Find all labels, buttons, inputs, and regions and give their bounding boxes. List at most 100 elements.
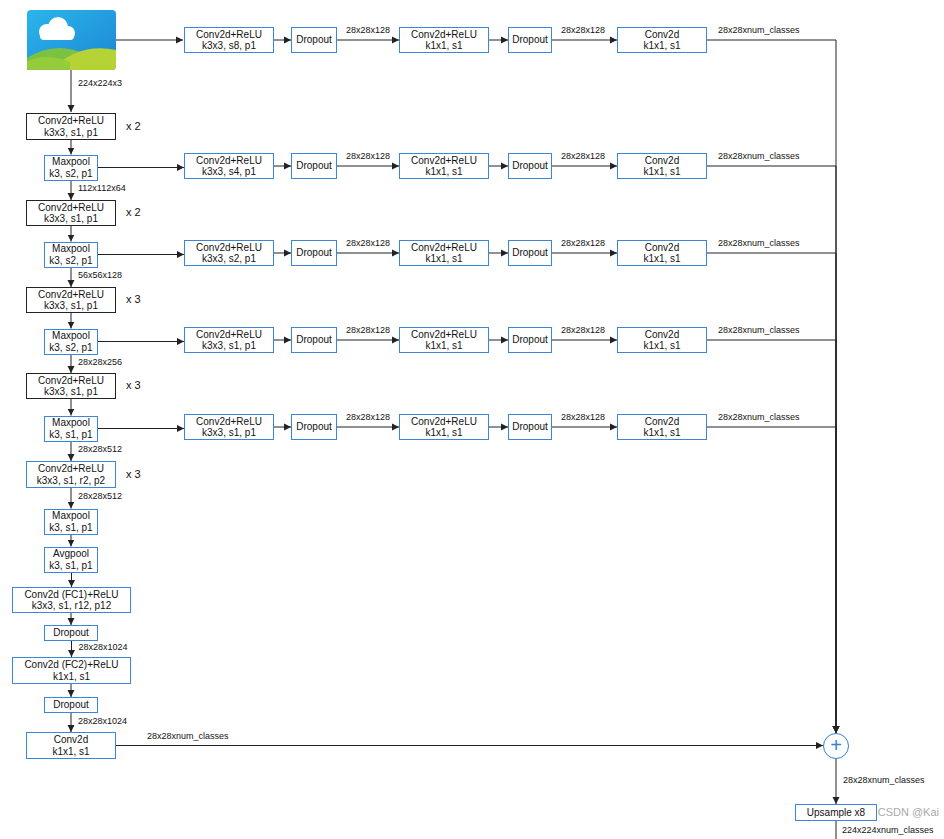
- layer-name: Conv2d+ReLU: [411, 155, 477, 167]
- connector: [98, 167, 184, 168]
- image-to-backbone-wire: [71, 70, 72, 112]
- connector: [489, 40, 508, 41]
- tensor-shape: 28x28x256: [77, 358, 123, 368]
- layer-box: Maxpoolk3, s1, p1: [44, 416, 98, 442]
- tensor-shape: 28x28xnum_classes: [717, 413, 801, 423]
- connector: [71, 313, 72, 329]
- layer-box: Avgpoolk3, s1, p1: [44, 547, 98, 573]
- tensor-shape: 28x28x512: [77, 445, 123, 455]
- layer-params: k3x3, s1, p1: [202, 340, 256, 352]
- layer-name: Dropout: [296, 34, 332, 46]
- layer-name: Maxpool: [52, 330, 90, 342]
- layer-name: Conv2d+ReLU: [411, 329, 477, 341]
- connector: [98, 428, 184, 429]
- connector: [71, 268, 72, 288]
- repeat-count: x 2: [125, 120, 142, 132]
- layer-params: k1x1, s1: [643, 166, 680, 178]
- connector: [71, 535, 72, 547]
- layer-box: Conv2dk1x1, s1: [617, 414, 707, 440]
- layer-params: k1x1, s1: [425, 253, 462, 265]
- layer-name: Maxpool: [52, 243, 90, 255]
- layer-name: Maxpool: [52, 510, 90, 522]
- repeat-count: x 2: [125, 206, 142, 218]
- layer-box: Dropout: [291, 153, 337, 179]
- layer-params: k1x1, s1: [425, 340, 462, 352]
- layer-name: Conv2d+ReLU: [38, 289, 104, 301]
- tensor-shape: 28x28x128: [560, 239, 606, 249]
- layer-name: Conv2d: [645, 242, 679, 254]
- layer-params: k1x1, s1: [643, 340, 680, 352]
- connector: [489, 166, 508, 167]
- layer-box: Conv2d+ReLUk3x3, s1, p1: [26, 373, 116, 399]
- layer-box: Conv2d+ReLUk1x1, s1: [399, 240, 489, 266]
- output-wire: [836, 821, 837, 839]
- tensor-shape: 28x28x128: [345, 26, 391, 36]
- layer-params: k3x3, s1, r2, p2: [37, 475, 105, 487]
- layer-params: k1x1, s1: [53, 671, 90, 683]
- layer-box: Maxpoolk3, s1, p1: [44, 509, 98, 535]
- connector: [274, 40, 291, 41]
- repeat-count: x 3: [125, 468, 142, 480]
- layer-box: Conv2dk1x1, s1: [26, 732, 116, 759]
- layer-name: Conv2d+ReLU: [196, 155, 262, 167]
- tensor-shape: 112x112x64: [77, 184, 127, 194]
- connector: [71, 641, 72, 657]
- layer-name: Dropout: [296, 247, 332, 259]
- layer-box: Conv2d (FC2)+ReLUk1x1, s1: [12, 657, 131, 684]
- layer-params: k1x1, s1: [52, 746, 89, 758]
- layer-name: Conv2d: [645, 29, 679, 41]
- connector: [337, 340, 399, 341]
- layer-params: k3x3, s2, p1: [202, 253, 256, 265]
- tensor-shape: 28x28x128: [345, 413, 391, 423]
- layer-params: k1x1, s1: [643, 427, 680, 439]
- layer-name: Conv2d (FC1)+ReLU: [24, 589, 118, 601]
- layer-box: Dropout: [508, 327, 552, 353]
- layer-name: Conv2d+ReLU: [38, 115, 104, 127]
- tensor-shape: 28x28x128: [560, 326, 606, 336]
- layer-name: Conv2d+ReLU: [38, 202, 104, 214]
- connector: [71, 140, 72, 155]
- layer-name: Conv2d: [54, 734, 88, 746]
- hill-mid: [27, 57, 70, 70]
- tensor-shape: 28x28xnum_classes: [146, 732, 230, 742]
- layer-name: Conv2d: [645, 329, 679, 341]
- layer-params: k3, s2, p1: [49, 342, 92, 354]
- layer-params: k3x3, s1, p1: [44, 300, 98, 312]
- connector: [274, 253, 291, 254]
- connector: [707, 40, 836, 733]
- connector: [71, 399, 72, 416]
- layer-params: k3, s1, p1: [49, 560, 92, 572]
- layer-params: k3, s1, p1: [49, 429, 92, 441]
- layer-params: k1x1, s1: [643, 40, 680, 52]
- layer-params: k3x3, s1, p1: [44, 127, 98, 139]
- connector: [71, 684, 72, 697]
- connector: [552, 166, 617, 167]
- layer-name: Conv2d+ReLU: [411, 29, 477, 41]
- layer-name: Upsample x8: [807, 807, 865, 819]
- connector: [71, 226, 72, 242]
- layer-name: Dropout: [512, 421, 548, 433]
- layer-box: Conv2dk1x1, s1: [617, 27, 707, 53]
- layer-name: Conv2d (FC2)+ReLU: [24, 659, 118, 671]
- layer-name: Dropout: [296, 334, 332, 346]
- tensor-shape: 28x28x128: [345, 239, 391, 249]
- connector: [337, 253, 399, 254]
- layer-box: Upsample x8: [795, 804, 877, 821]
- layer-params: k3x3, s1, p1: [44, 213, 98, 225]
- tensor-shape: 28x28x128: [560, 413, 606, 423]
- layer-name: Dropout: [53, 627, 89, 639]
- layer-params: k3x3, s1, r12, p12: [32, 600, 112, 612]
- layer-params: k3, s2, p1: [49, 168, 92, 180]
- connector: [116, 745, 823, 746]
- layer-box: Conv2dk1x1, s1: [617, 153, 707, 179]
- layer-name: Dropout: [512, 247, 548, 259]
- layer-name: Conv2d+ReLU: [411, 242, 477, 254]
- layer-box: Dropout: [44, 697, 98, 713]
- connector: [71, 442, 72, 462]
- layer-box: Conv2d+ReLUk3x3, s1, r2, p2: [26, 461, 116, 488]
- layer-params: k3x3, s1, p1: [44, 386, 98, 398]
- tensor-shape: 56x56x128: [77, 271, 123, 281]
- cloud-icon: [39, 17, 75, 40]
- tensor-shape: 224x224x3: [77, 79, 123, 89]
- layer-name: Conv2d+ReLU: [411, 416, 477, 428]
